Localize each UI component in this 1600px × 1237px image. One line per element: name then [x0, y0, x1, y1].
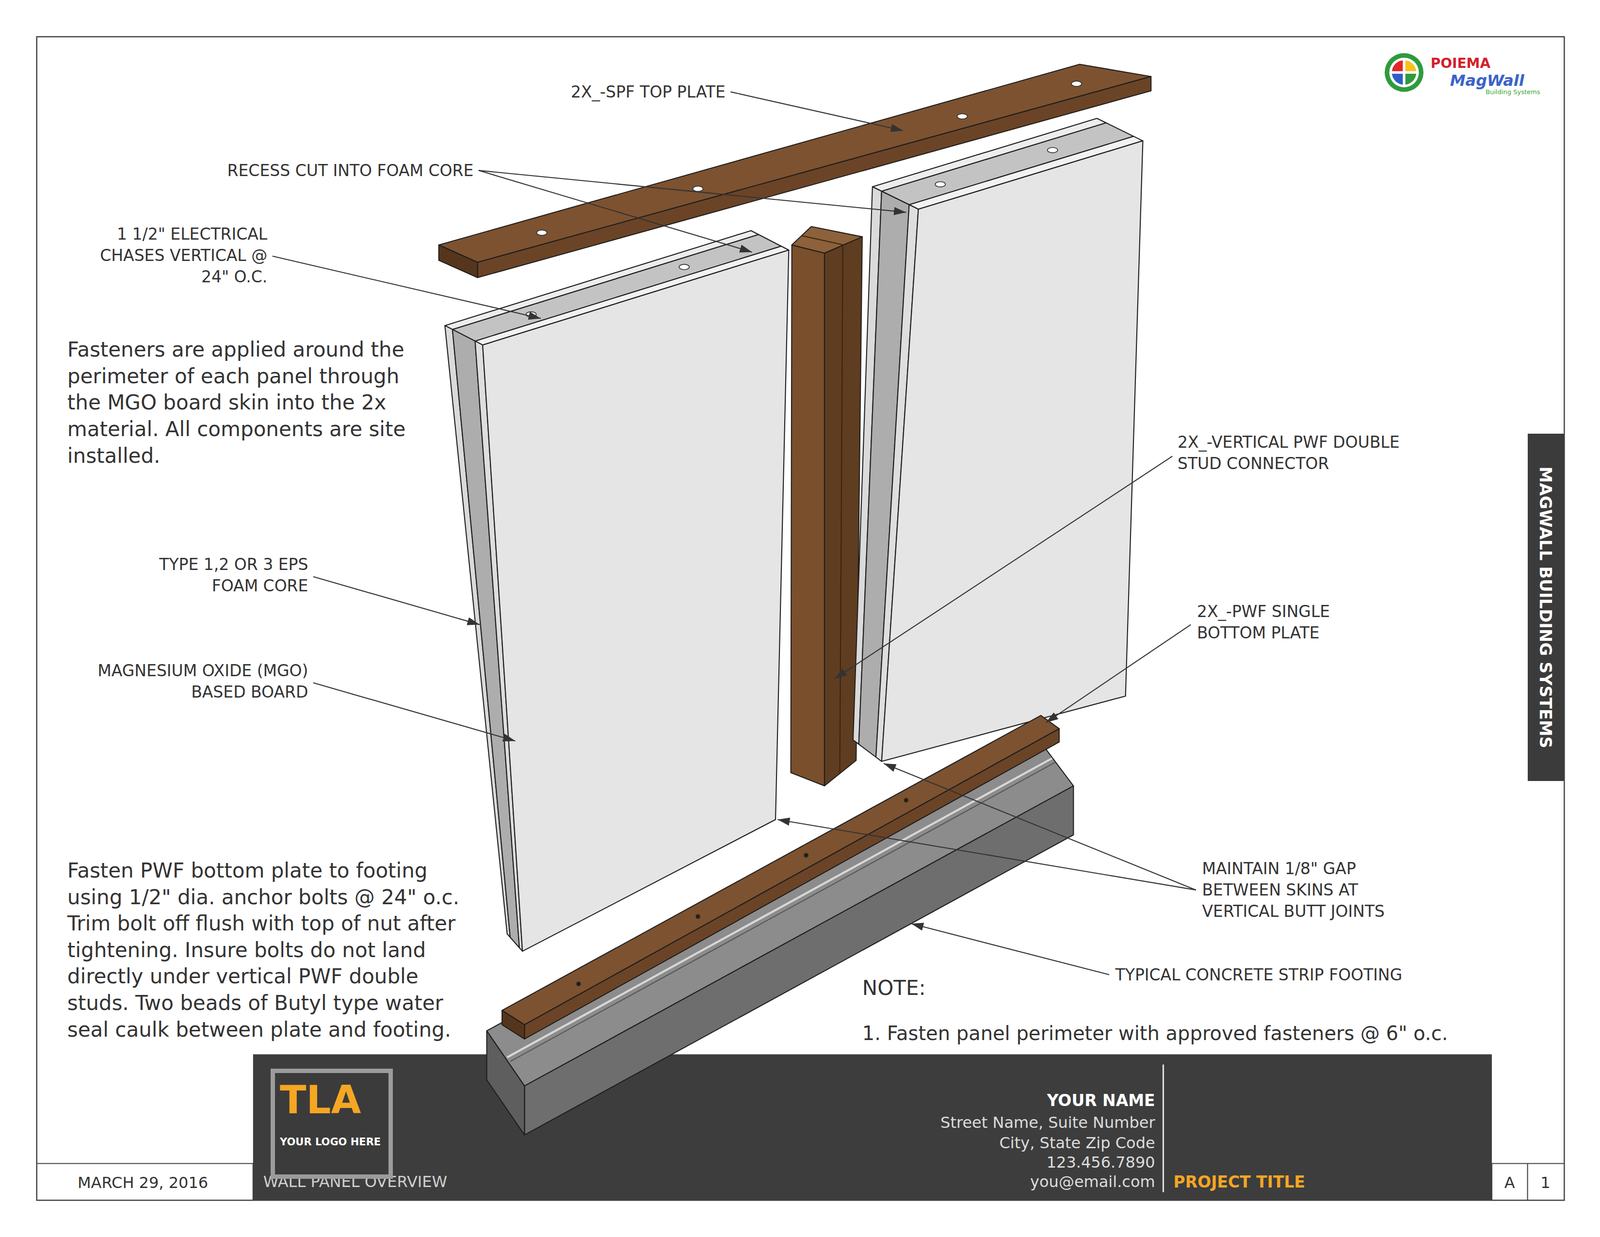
- anchor-bolt-hole: [904, 797, 908, 802]
- side-title-tab: MAGWALL BUILDING SYSTEMS: [1527, 433, 1565, 781]
- double-stud-connector: [791, 226, 863, 786]
- logo-ring: [1384, 52, 1424, 92]
- logo-ring-inner: [1389, 57, 1420, 88]
- leader-line: [911, 923, 1110, 975]
- electrical-chase: [1047, 147, 1058, 153]
- plate-face: [477, 76, 1152, 278]
- firm-phone: 123.456.7890: [1046, 1152, 1156, 1172]
- firm-address: City, State Zip Code: [999, 1133, 1156, 1152]
- left-wall-panel: [444, 230, 789, 951]
- callout-label: TYPE 1,2 OR 3 EPS FOAM CORE: [155, 553, 309, 597]
- leader-line: [478, 170, 753, 252]
- sheet-date: MARCH 29, 2016: [77, 1172, 209, 1194]
- title-block-divider: [1162, 1064, 1164, 1192]
- leader-line: [272, 256, 541, 319]
- callout-label: 1 1/2" ELECTRICAL CHASES VERTICAL @ 24" …: [91, 223, 268, 288]
- general-note: Fasteners are applied around the perimet…: [67, 336, 420, 469]
- plate-hole: [1071, 80, 1082, 87]
- sheet-border: [36, 36, 1565, 1201]
- general-note: Fasten PWF bottom plate to footing using…: [67, 857, 476, 1043]
- logo-caption: YOUR LOGO HERE: [279, 1135, 381, 1148]
- right-wall-panel: [853, 118, 1144, 761]
- sheet-number: 1: [1527, 1172, 1564, 1194]
- plate-end: [501, 1010, 525, 1039]
- leader-line: [777, 819, 1196, 890]
- brand-name: POIEMA: [1430, 54, 1491, 73]
- plate-top: [438, 64, 1152, 263]
- leader-line: [478, 170, 907, 212]
- brand-name: MagWall: [1450, 70, 1525, 92]
- leader-line: [313, 682, 516, 742]
- logo-quadrant: [1404, 72, 1417, 85]
- plate-hole: [536, 229, 548, 236]
- anchor-bolt-hole: [695, 914, 700, 919]
- plate-face: [524, 728, 1059, 1039]
- mgo-board-face: [881, 140, 1144, 761]
- brand-tagline: Building Systems: [1485, 87, 1540, 97]
- electrical-chase: [935, 181, 946, 188]
- note-item: 1. Fasten panel perimeter with approved …: [862, 1020, 1449, 1047]
- sheet-revision: A: [1491, 1172, 1528, 1194]
- concrete-strip-footing: [486, 732, 1074, 1135]
- plate-hole: [693, 186, 704, 192]
- top-plate: [438, 64, 1152, 278]
- firm-email: you@email.com: [1030, 1172, 1156, 1191]
- callout-label: RECESS CUT INTO FOAM CORE: [227, 160, 474, 182]
- bottom-plate: [501, 715, 1060, 1039]
- plate-end: [438, 244, 478, 278]
- anchor-bolt-hole: [804, 853, 809, 857]
- title-block-band: [253, 1053, 1492, 1200]
- logo-quadrant: [1404, 60, 1417, 73]
- anchor-bolt-hole: [576, 981, 581, 986]
- callout-label: 2X_-VERTICAL PWF DOUBLE STUD CONNECTOR: [1177, 431, 1405, 475]
- electrical-chase: [678, 264, 690, 270]
- tab-title: MAGWALL BUILDING SYSTEMS: [1535, 466, 1556, 748]
- logo-cross: [1390, 71, 1418, 74]
- callout-label: MAGNESIUM OXIDE (MGO) BASED BOARD: [73, 660, 309, 703]
- plate-top: [501, 715, 1060, 1025]
- leader-line: [883, 763, 1196, 890]
- title-block: WALL PANEL OVERVIEWYOUR NAMEStreet Name,…: [253, 1053, 1492, 1200]
- footing-groove: [507, 758, 1053, 1057]
- callout-label: TYPICAL CONCRETE STRIP FOOTING: [1115, 964, 1403, 986]
- title-strip-divider: [1527, 1163, 1529, 1201]
- firm-address: Street Name, Suite Number: [940, 1113, 1156, 1132]
- exploded-wall-assembly: [438, 64, 1152, 1135]
- logo-quadrant: [1391, 60, 1405, 73]
- note-heading: NOTE:: [862, 974, 926, 1002]
- logo-quadrant: [1391, 72, 1405, 85]
- mgo-board-face: [482, 249, 789, 951]
- stud-end: [791, 226, 863, 254]
- leader-line: [834, 455, 1173, 679]
- stud-seam: [802, 235, 844, 245]
- project-title: PROJECT TITLE: [1173, 1172, 1306, 1192]
- leader-line: [1046, 624, 1192, 723]
- footing-end: [486, 1030, 525, 1135]
- leader-line: [730, 91, 904, 131]
- callout-label: 2X_-SPF TOP PLATE: [570, 81, 726, 103]
- brand-logo-mark: [1384, 52, 1424, 92]
- footing-groove: [510, 762, 1056, 1062]
- firm-name: YOUR NAME: [1047, 1090, 1156, 1111]
- leader-line: [313, 576, 480, 625]
- callout-label: MAINTAIN 1/8" GAP BETWEEN SKINS AT VERTI…: [1201, 857, 1432, 922]
- logo-placeholder: TLA YOUR LOGO HERE: [270, 1068, 393, 1179]
- logo-text: TLA: [279, 1078, 361, 1122]
- leader-lines: [272, 91, 1196, 975]
- stud-seam: [840, 245, 843, 773]
- stud-face: [791, 244, 825, 786]
- callout-label: 2X_-PWF SINGLE BOTTOM PLATE: [1196, 600, 1381, 644]
- plate-hole: [957, 113, 968, 119]
